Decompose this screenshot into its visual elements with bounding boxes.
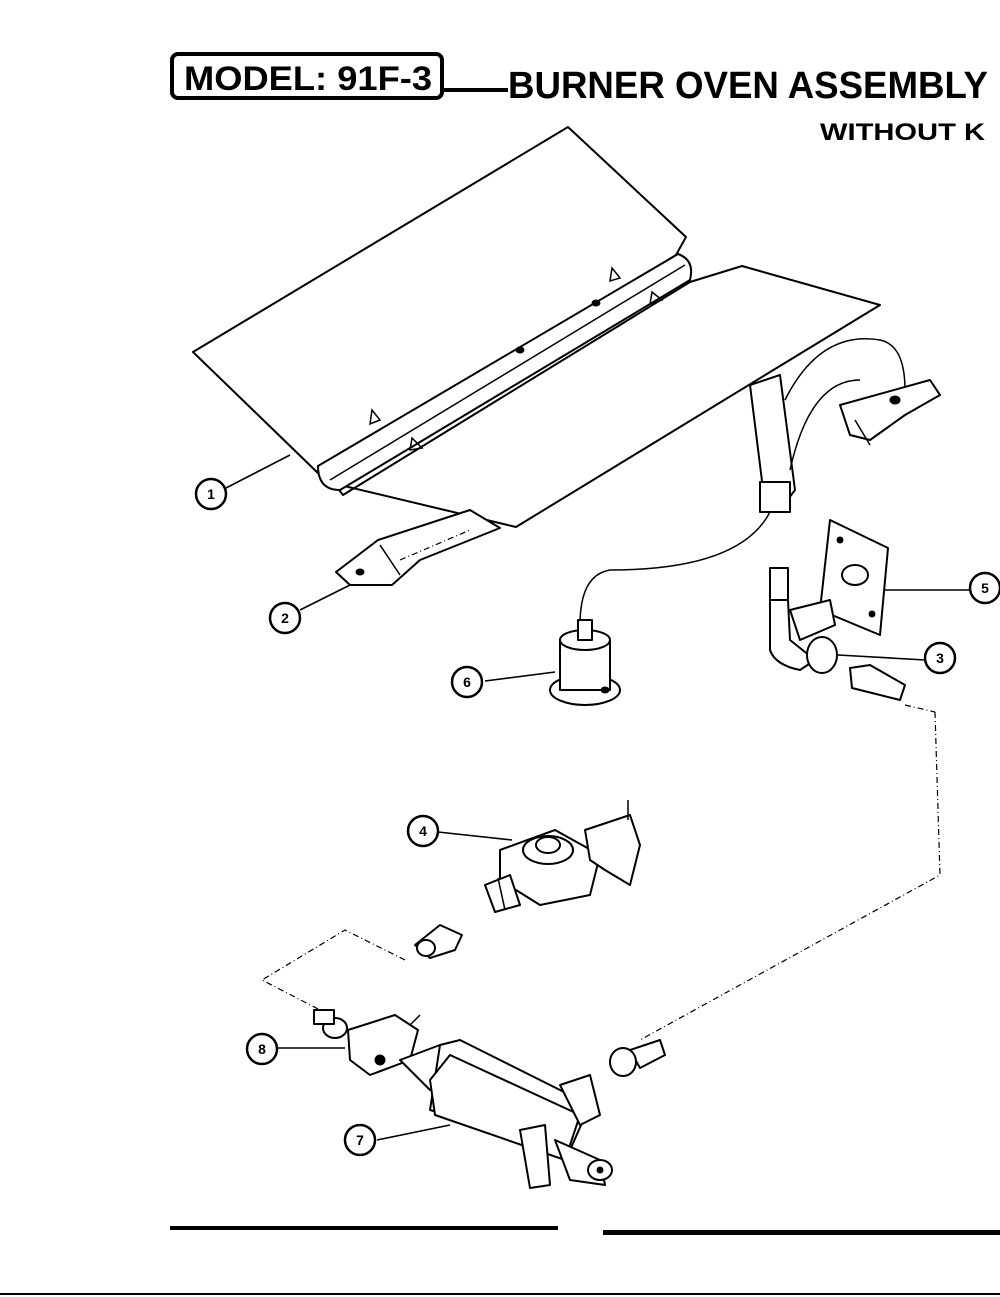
adapter-fitting — [260, 924, 463, 1011]
callout-5-label: 5 — [981, 580, 989, 596]
callout-4: 4 — [406, 814, 440, 848]
header-rule — [442, 88, 508, 92]
callout-3: 3 — [923, 641, 957, 675]
footer-rule-right — [603, 1230, 1000, 1235]
model-box — [170, 52, 444, 100]
callout-1: 1 — [194, 477, 228, 511]
mounting-plate — [819, 519, 889, 636]
safety-valve — [484, 800, 641, 913]
callout-4-label: 4 — [419, 823, 427, 839]
thermostat — [399, 1039, 613, 1189]
callout-6-label: 6 — [463, 674, 471, 690]
orifice-elbow — [769, 567, 838, 674]
callout-8: 8 — [245, 1032, 279, 1066]
burner-bracket — [335, 509, 501, 586]
callout-7: 7 — [343, 1123, 377, 1157]
header: MODEL: 91F-3 BURNER OVEN ASSEMBLY WITHOU… — [170, 52, 988, 146]
leader-lines — [225, 454, 970, 1141]
page-bottom-rule — [0, 1293, 1000, 1295]
burner-baffle — [192, 126, 881, 528]
callout-8-label: 8 — [258, 1041, 266, 1057]
footer-rule-left — [170, 1226, 558, 1230]
callout-2: 2 — [268, 601, 302, 635]
callout-1-label: 1 — [207, 486, 215, 502]
callout-2-label: 2 — [281, 610, 289, 626]
callout-3-label: 3 — [936, 650, 944, 666]
oven-igniter — [549, 619, 621, 706]
callout-6: 6 — [450, 665, 484, 699]
ignitor-assembly — [579, 338, 941, 626]
model-label: MODEL: 91F-3 — [184, 60, 432, 98]
page-title: BURNER OVEN ASSEMBLY — [508, 65, 988, 107]
callout-5: 5 — [968, 571, 1000, 605]
bottom-fitting — [609, 1039, 666, 1077]
page-subtitle: WITHOUT K — [820, 119, 986, 146]
orifice-fitting — [639, 664, 941, 1041]
callout-7-label: 7 — [356, 1132, 364, 1148]
